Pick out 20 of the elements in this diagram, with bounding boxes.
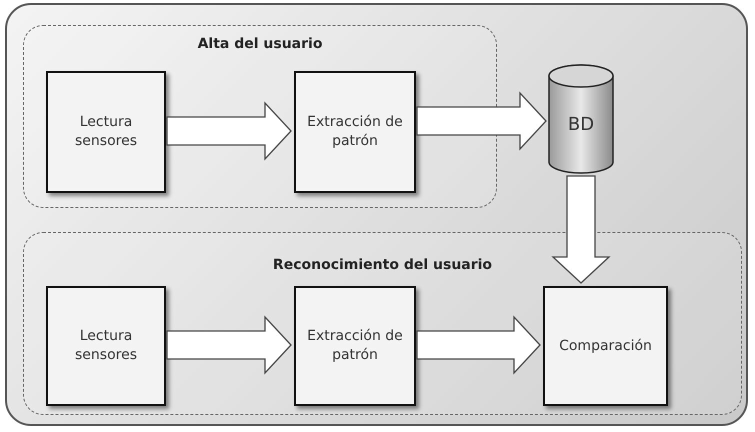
process-label: Extracción de patrón	[306, 113, 404, 151]
process-box	[294, 71, 416, 193]
process-label: Extracción de patrón	[306, 327, 404, 365]
block-arrow	[551, 175, 611, 284]
block-arrow	[416, 91, 547, 151]
database-label: BD	[566, 112, 596, 137]
block-arrow	[166, 315, 292, 375]
process-box	[543, 286, 668, 406]
process-box	[46, 286, 166, 406]
process-label: Comparación	[558, 336, 653, 356]
process-label: Lectura sensores	[74, 113, 138, 151]
process-box	[46, 71, 166, 193]
group-heading: Reconocimiento del usuario	[272, 257, 494, 273]
dashed-group	[23, 232, 742, 415]
block-arrow	[166, 101, 292, 161]
group-heading: Alta del usuario	[196, 36, 324, 52]
dashed-group	[23, 25, 497, 208]
process-label: Lectura sensores	[74, 327, 138, 365]
process-box	[294, 286, 416, 406]
block-arrow	[416, 315, 541, 375]
